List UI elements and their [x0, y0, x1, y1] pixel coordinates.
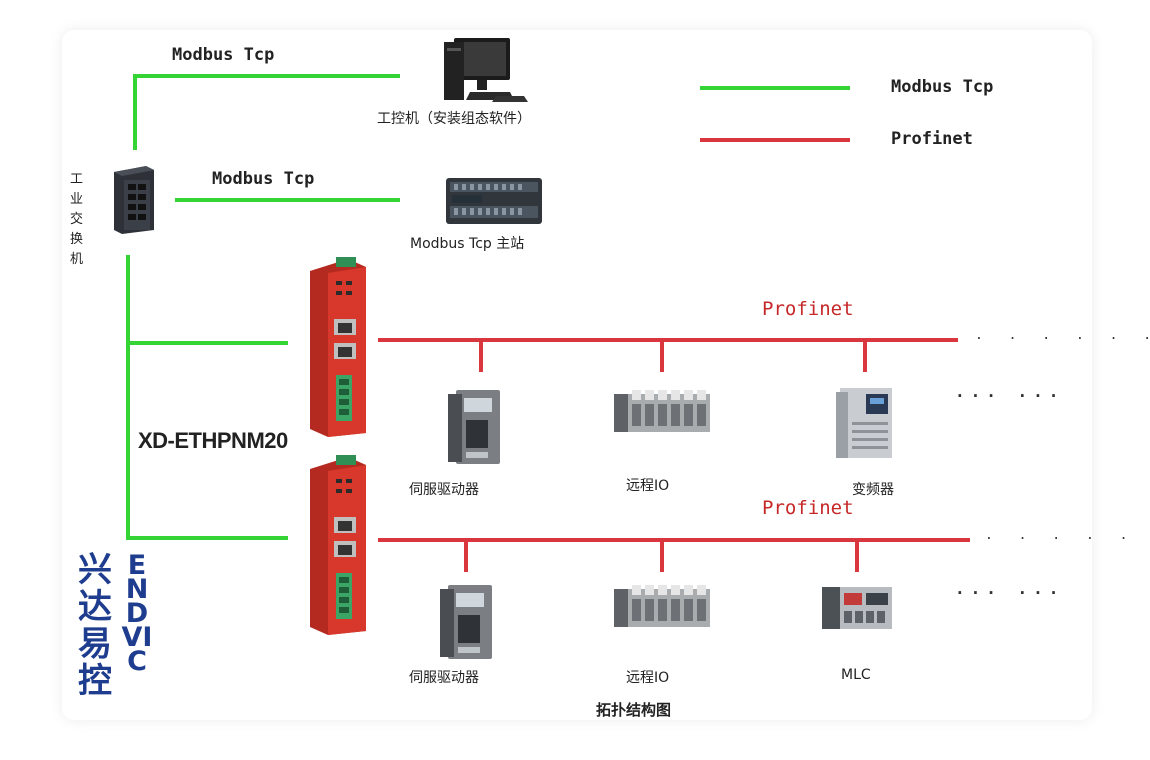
- bus1-servo-drive-icon: [448, 390, 506, 470]
- link-label-pc: Modbus Tcp: [172, 45, 275, 65]
- bus2-device-3-label: MLC: [841, 667, 871, 683]
- diagram-canvas: [62, 30, 1092, 720]
- modbus-link-pc: [133, 74, 400, 150]
- legend-modbus-label: Modbus Tcp: [891, 77, 994, 97]
- bus2-mlc-icon: [822, 585, 892, 635]
- gateway-2-icon: [308, 455, 370, 639]
- bus2-more-devices: ... ...: [955, 579, 1065, 598]
- plc-master-icon: [446, 176, 542, 230]
- legend-profinet-label: Profinet: [891, 129, 973, 149]
- bus1-inverter-icon: [836, 388, 896, 464]
- bus1-device-1-label: 伺服驱动器: [409, 482, 479, 498]
- bus2-device-2-label: 远程IO: [626, 670, 670, 686]
- bus2-device-1-label: 伺服驱动器: [409, 670, 479, 686]
- industrial-switch-icon: [112, 166, 156, 238]
- bus1-device-2-label: 远程IO: [626, 478, 670, 494]
- master-label: Modbus Tcp 主站: [410, 236, 525, 252]
- bus1-more-devices: ... ...: [955, 382, 1065, 401]
- bus2-servo-drive-icon: [440, 585, 498, 665]
- gateway-1-icon: [308, 257, 370, 441]
- gateway-label: XD-ETHPNM20: [138, 428, 288, 453]
- industrial-pc-icon: [444, 36, 530, 108]
- bus1-device-3-label: 变频器: [852, 482, 894, 498]
- bus1-continuation: . . . . . .: [975, 328, 1150, 343]
- bus2-label: Profinet: [762, 497, 854, 519]
- link-label-master: Modbus Tcp: [212, 169, 315, 189]
- bus2-continuation: . . . . . .: [985, 528, 1150, 543]
- switch-label: 工业交换机: [70, 172, 84, 267]
- bus1-label: Profinet: [762, 298, 854, 320]
- brand-cn-logo: 兴达易控: [78, 550, 112, 701]
- diagram-caption: 拓扑结构图: [596, 701, 672, 719]
- pc-label: 工控机（安装组态软件）: [377, 111, 531, 127]
- bus2-remote-io-icon: [614, 585, 710, 635]
- brand-en-logo: ENDVIC: [121, 550, 153, 677]
- bus1-remote-io-icon: [614, 390, 710, 440]
